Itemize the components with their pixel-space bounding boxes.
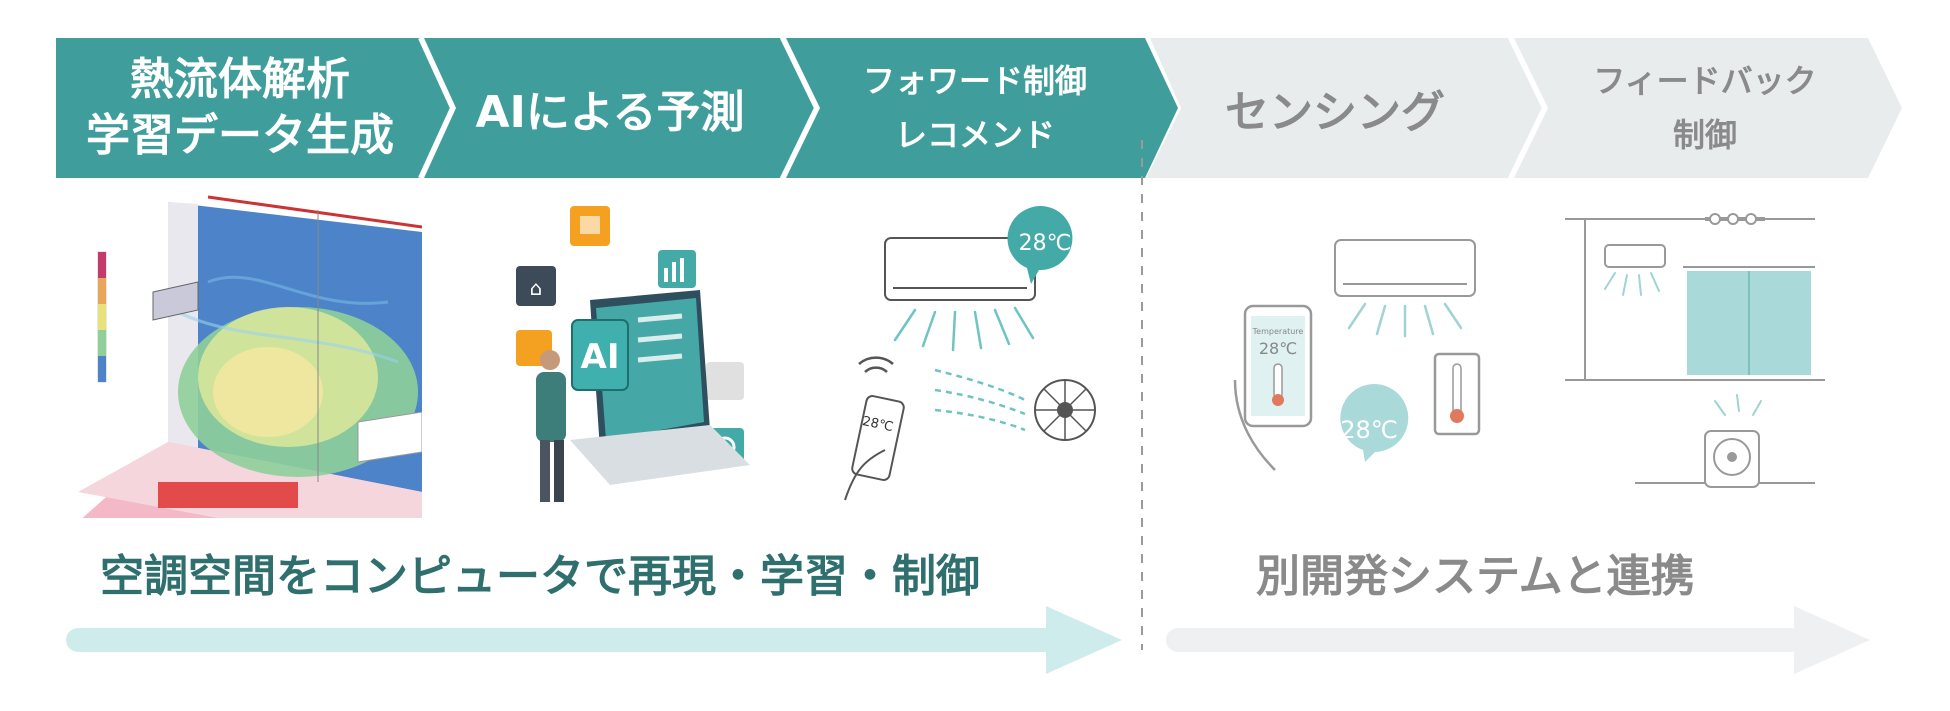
step-1-line1: 熱流体解析 [130, 52, 350, 108]
feedback-room-illustration [1565, 205, 1825, 505]
step-5-label: フィードバック 制御 [1545, 42, 1865, 174]
sensing-illustration: Temperature 28℃ 28℃ [1225, 230, 1485, 480]
bubble-temp-label: 28℃ [1340, 416, 1398, 444]
left-caption: 空調空間をコンピュータで再現・学習・制御 [100, 540, 980, 604]
step-3-line2: レコメンド [895, 108, 1055, 162]
step-5-line2: 制御 [1673, 108, 1737, 162]
step-2-line1: AIによる予測 [475, 76, 744, 140]
step-5-line1: フィードバック [1593, 54, 1816, 108]
section-separator [1138, 140, 1146, 650]
step-2-label: AIによる予測 [450, 42, 770, 174]
ac-unit [1335, 240, 1475, 296]
airflow-lines [1349, 304, 1461, 336]
thermometer-icon [1274, 364, 1282, 398]
phone-temp-label: 28℃ [1259, 339, 1297, 358]
person-body [536, 372, 566, 442]
ai-prediction-illustration: ⌂ AI [510, 200, 760, 510]
step-3-label: フォワード制御 レコメンド [815, 42, 1135, 174]
ac-unit [1605, 245, 1665, 267]
step-1-label: 熱流体解析 学習データ生成 [60, 42, 420, 174]
cfd-simulation-illustration [58, 192, 422, 518]
wifi-icon [859, 358, 893, 372]
step-4-line1: センシング [1225, 76, 1445, 140]
right-caption: 別開発システムと連携 [1256, 540, 1695, 604]
right-progress-arrow [1166, 600, 1876, 680]
step-3-line1: フォワード制御 [863, 54, 1087, 108]
ac-temp-label: 28℃ [1019, 231, 1072, 256]
left-progress-arrow [66, 600, 1126, 680]
ai-chip-label: AI [581, 337, 620, 377]
person-head [540, 350, 560, 370]
airflow-lines [895, 308, 1033, 350]
ceiling-light [1710, 214, 1720, 224]
remote-control [851, 395, 905, 481]
bar-chart-icon [658, 250, 696, 288]
step-1-line2: 学習データ生成 [86, 108, 394, 164]
step-4-label: センシング [1180, 42, 1490, 174]
phone-header-label: Temperature [1252, 327, 1304, 336]
svg-text:⌂: ⌂ [530, 276, 543, 300]
forward-control-illustration: 28℃ 28℃ [825, 200, 1125, 510]
sim-heat-source [158, 482, 298, 508]
shield-icon [706, 362, 744, 400]
